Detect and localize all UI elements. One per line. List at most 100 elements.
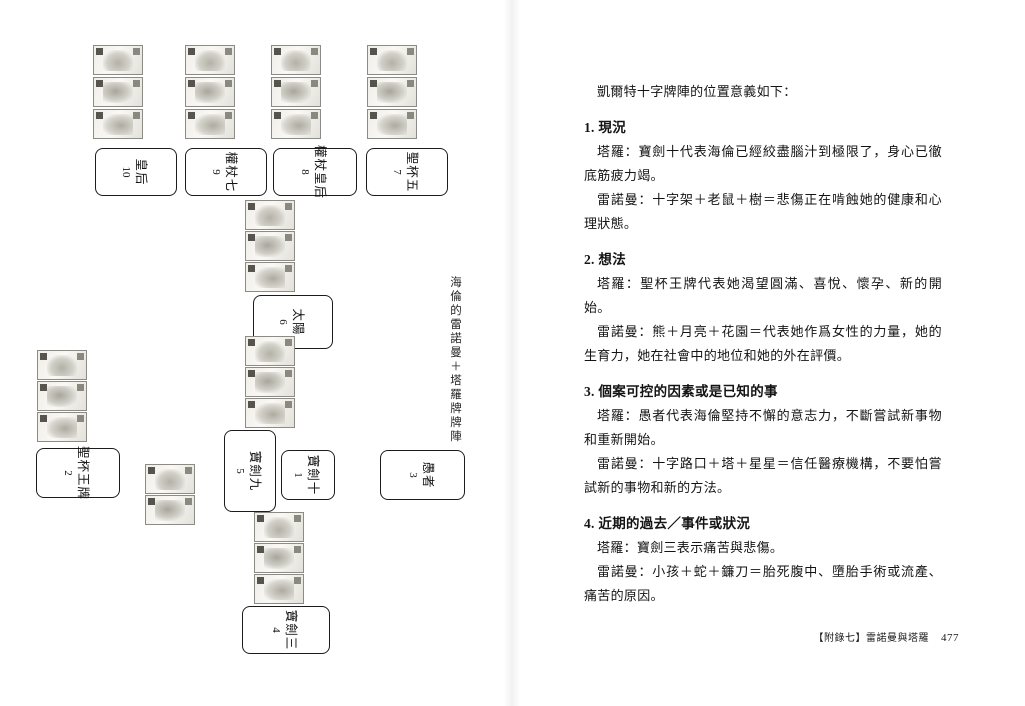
position-number: 2 <box>62 470 74 476</box>
card-art <box>155 469 185 490</box>
lenormand-card-thumbnail <box>37 350 87 380</box>
section-1-lenormand-paragraph: 雷諾曼：十字架＋老鼠＋樹＝悲傷正在啃蝕她的健康和心理狀態。 <box>584 192 942 231</box>
card-art <box>281 82 311 103</box>
page-footer: 【附錄七】雷諾曼與塔羅 477 <box>814 629 960 644</box>
position-number: 4 <box>270 627 282 633</box>
section-2-lenormand-paragraph: 雷諾曼：熊＋月亮＋花園＝代表她作爲女性的力量，她的生育力，她在社會中的地位和她的… <box>584 324 942 363</box>
position-name: 聖杯王牌 <box>76 445 90 501</box>
lenormand-card-thumbnail <box>93 109 143 139</box>
lenormand-card-thumbnail <box>37 381 87 411</box>
position-name: 權杖皇后 <box>313 144 327 200</box>
section-1-tarot-paragraph: 塔羅：寶劍十代表海倫已經絞盡腦汁到極限了，身心已徹底筋疲力竭。 <box>584 144 942 183</box>
page-number: 477 <box>941 632 959 644</box>
lenormand-card-thumbnail <box>245 200 295 230</box>
lenormand-card-group-5 <box>245 336 295 428</box>
lenormand-card-group-4 <box>254 512 304 604</box>
lenormand-card-thumbnail <box>367 109 417 139</box>
position-name: 寶劍三 <box>284 609 298 651</box>
tarot-position-box-3: 愚者 3 <box>380 450 465 500</box>
lenormand-card-thumbnail <box>254 512 304 542</box>
position-number: 5 <box>234 468 246 474</box>
position-name: 聖杯五 <box>405 151 419 193</box>
tarot-position-label: 寶劍十 1 <box>292 455 324 496</box>
card-art <box>377 50 407 71</box>
tarot-position-box-8: 權杖皇后 8 <box>273 144 357 200</box>
tarot-position-box-4: 寶劍三 4 <box>242 606 330 654</box>
lenormand-card-thumbnail <box>185 77 235 107</box>
tarot-position-label: 聖杯王牌 2 <box>62 446 94 500</box>
card-art <box>264 579 294 600</box>
diagram-caption: 海倫的雷諾曼＋塔羅牌牌陣 <box>449 276 461 444</box>
lenormand-card-group-1 <box>145 464 195 525</box>
lenormand-card-thumbnail <box>37 412 87 442</box>
card-art <box>281 114 311 135</box>
tarot-position-label: 太陽 6 <box>277 308 309 335</box>
card-art <box>155 500 185 521</box>
lenormand-card-thumbnail <box>245 336 295 366</box>
lenormand-card-thumbnail <box>185 109 235 139</box>
lenormand-card-group-6 <box>245 200 295 292</box>
intro-paragraph: 凱爾特十字牌陣的位置意義如下： <box>597 84 797 99</box>
lenormand-card-thumbnail <box>245 231 295 261</box>
lenormand-card-thumbnail <box>271 109 321 139</box>
card-art <box>47 386 77 407</box>
section-3-lenormand-paragraph: 雷諾曼：十字路口＋塔＋星星＝信任醫療機構，不要怕嘗試新的事物和新的方法。 <box>584 456 942 495</box>
position-name: 寶劍九 <box>248 450 262 492</box>
position-number: 1 <box>292 472 304 478</box>
position-name: 皇后 <box>134 158 148 186</box>
lenormand-card-group-2 <box>37 350 87 442</box>
lenormand-card-thumbnail <box>245 262 295 292</box>
position-number: 8 <box>299 169 311 175</box>
lenormand-card-thumbnail <box>271 77 321 107</box>
card-art <box>255 267 285 288</box>
lenormand-card-thumbnail <box>93 45 143 75</box>
card-art <box>255 372 285 393</box>
page-gutter <box>503 0 521 706</box>
card-art <box>377 114 407 135</box>
section-2-heading: 2. 想法 <box>584 252 626 267</box>
lenormand-card-thumbnail <box>245 398 295 428</box>
section-4-lenormand-paragraph: 雷諾曼：小孩＋蛇＋鐮刀＝胎死腹中、墮胎手術或流產、痛苦的原因。 <box>584 564 942 603</box>
position-name: 寶劍十 <box>306 454 320 496</box>
lenormand-card-group-9 <box>185 45 235 139</box>
lenormand-card-group-10 <box>93 45 143 139</box>
tarot-position-label: 愚者 3 <box>407 461 439 488</box>
card-art <box>377 82 407 103</box>
footer-label: 【附錄七】雷諾曼與塔羅 <box>813 633 929 644</box>
card-art <box>255 236 285 257</box>
card-art <box>255 403 285 424</box>
section-1-heading: 1. 現況 <box>584 120 626 135</box>
section-4-tarot-paragraph: 塔羅：寶劍三表示痛苦與悲傷。 <box>597 540 784 555</box>
card-art <box>264 548 294 569</box>
position-number: 10 <box>120 166 132 178</box>
card-art <box>255 205 285 226</box>
text-column: 凱爾特十字牌陣的位置意義如下： 1. 現況 塔羅：寶劍十代表海倫已經絞盡腦汁到極… <box>584 80 942 608</box>
tarot-position-label: 皇后 10 <box>120 158 152 185</box>
tarot-position-box-10: 皇后 10 <box>95 148 177 196</box>
lenormand-card-thumbnail <box>93 77 143 107</box>
lenormand-card-thumbnail <box>185 45 235 75</box>
lenormand-card-thumbnail <box>254 574 304 604</box>
position-number: 7 <box>391 169 403 175</box>
position-number: 9 <box>210 169 222 175</box>
card-art <box>103 114 133 135</box>
card-art <box>103 50 133 71</box>
section-2-tarot-paragraph: 塔羅：聖杯王牌代表她渴望圓滿、喜悅、懷孕、新的開始。 <box>584 276 942 315</box>
card-art <box>264 517 294 538</box>
tarot-position-box-7: 聖杯五 7 <box>366 148 448 196</box>
lenormand-card-thumbnail <box>367 45 417 75</box>
tarot-position-box-5: 寶劍九 5 <box>224 430 276 512</box>
lenormand-card-group-8 <box>271 45 321 139</box>
lenormand-card-thumbnail <box>271 45 321 75</box>
section-3-heading: 3. 個案可控的因素或是已知的事 <box>584 384 778 399</box>
right-page-text: 凱爾特十字牌陣的位置意義如下： 1. 現況 塔羅：寶劍十代表海倫已經絞盡腦汁到極… <box>512 0 1025 706</box>
tarot-position-label: 聖杯五 7 <box>391 152 423 193</box>
card-art <box>195 50 225 71</box>
left-page-diagram: 皇后 10 權杖七 9 權杖皇后 8 聖杯五 7 <box>0 0 512 706</box>
lenormand-card-thumbnail <box>145 464 195 494</box>
tarot-position-label: 權杖七 9 <box>210 152 242 193</box>
lenormand-card-thumbnail <box>367 77 417 107</box>
position-number: 6 <box>277 319 289 325</box>
lenormand-card-thumbnail <box>245 367 295 397</box>
